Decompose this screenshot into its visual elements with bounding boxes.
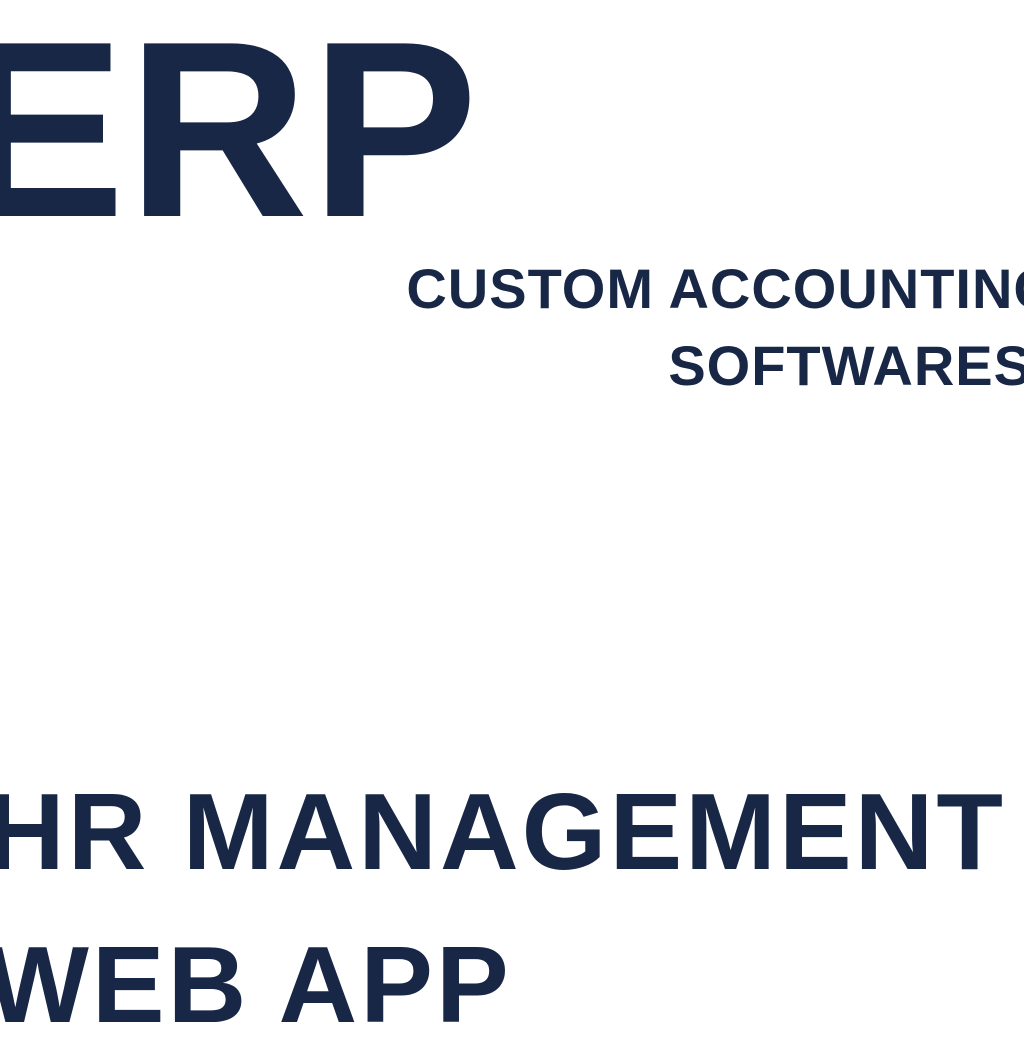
headline-line-1: HR MANAGEMENT xyxy=(0,771,1006,893)
headline-line-2: WEB APP xyxy=(0,924,512,1046)
subtitle-line-1: CUSTOM ACCOUNTING xyxy=(406,257,1024,320)
erp-title: ERP xyxy=(0,0,480,270)
subtitle-line-2: SOFTWARES xyxy=(668,334,1024,397)
